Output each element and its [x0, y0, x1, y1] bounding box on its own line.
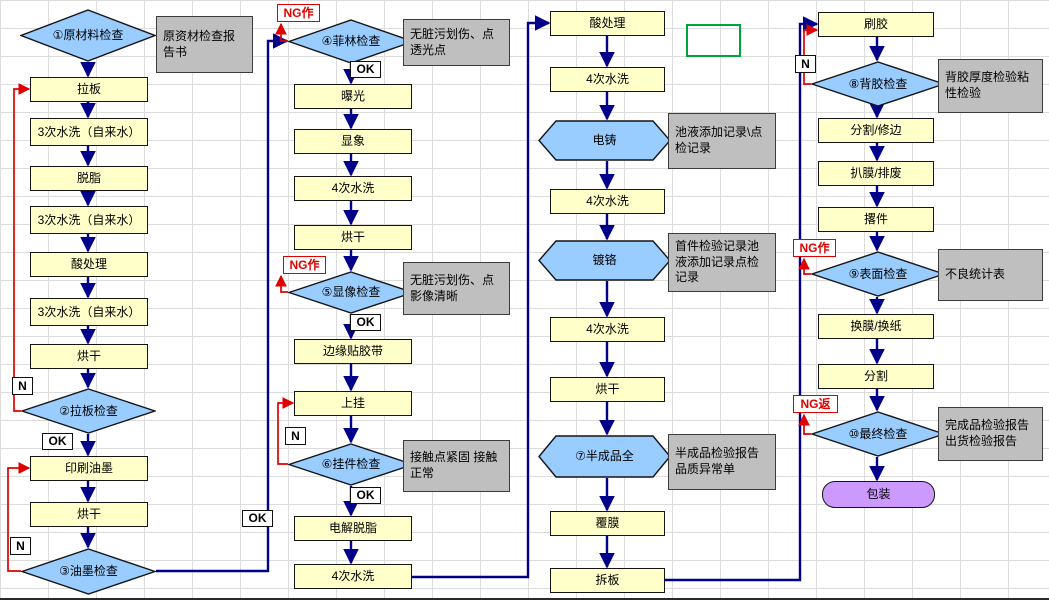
note-chrome-records[interactable]: 首件检验记录池液添加记录点检记录 [668, 233, 776, 292]
inspection-ink[interactable]: ③油墨检查 [21, 548, 156, 595]
step-change-film-paper[interactable]: 换膜/换纸 [818, 314, 934, 339]
inspection-final[interactable]: ⑩最终检查 [811, 411, 945, 457]
inspection-film[interactable]: ④菲林检查 [288, 19, 414, 64]
note-film-criteria[interactable]: 无脏污划伤、点透光点 [403, 19, 510, 66]
note-backing-criteria[interactable]: 背胶厚度检验粘性检验 [938, 59, 1043, 113]
tag-ng-rework-2[interactable]: NG作 [283, 256, 326, 274]
step-develop[interactable]: 显象 [294, 129, 412, 154]
step-print-ink[interactable]: 印刷油墨 [30, 456, 148, 481]
inspection-ink-label: ③油墨检查 [59, 564, 118, 579]
step-wash-3x-tap-2[interactable]: 3次水洗（自来水） [30, 206, 148, 234]
inspection-hanging[interactable]: ⑥挂件检查 [288, 443, 414, 486]
flow-connector-e12 [156, 33, 289, 573]
tag-ng-return[interactable]: NG返 [793, 395, 838, 413]
note-defect-stats[interactable]: 不良统计表 [938, 249, 1043, 301]
inspection-surface-label: ⑨表面检查 [848, 266, 908, 281]
reject-connector-r3 [275, 22, 288, 42]
reject-connector-r8 [798, 413, 811, 435]
inspection-final-label: ⑩最终检查 [848, 426, 908, 441]
step-acid-treatment-2[interactable]: 酸处理 [550, 11, 665, 36]
reject-connector-r2 [7, 462, 31, 572]
flow-connector-e23 [412, 15, 551, 579]
note-final-reports[interactable]: 完成品检验报告出货检验报告 [938, 407, 1043, 461]
inspection-semi-finished[interactable]: ⑦半成品全 [538, 435, 671, 478]
inspection-backing-glue-label: ⑧背胶检查 [848, 76, 908, 91]
process-chrome-plating-label: 镀铬 [592, 253, 617, 268]
tag-ng-rework-3[interactable]: NG作 [793, 239, 836, 257]
step-wash-4x-3[interactable]: 4次水洗 [550, 67, 665, 92]
step-pull-plate[interactable]: 拉板 [30, 77, 148, 102]
reject-connector-r1 [13, 83, 31, 412]
step-dry-3[interactable]: 烘干 [294, 225, 412, 250]
inspection-develop-shape [288, 271, 414, 314]
inspection-raw-material[interactable]: ①原材料检查 [20, 9, 156, 62]
reject-connector-r7 [798, 257, 811, 275]
inspection-raw-material-shape [20, 9, 156, 62]
tag-n-3[interactable]: N [285, 427, 306, 445]
inspection-hanging-label: ⑥挂件检查 [321, 457, 381, 472]
inspection-hanging-shape [288, 443, 414, 486]
note-develop-criteria[interactable]: 无脏污划伤、点影像清晰 [403, 262, 510, 315]
tag-ok-3[interactable]: OK [350, 314, 381, 331]
process-electroforming-label: 电铸 [592, 133, 617, 148]
tag-n-1[interactable]: N [12, 377, 33, 395]
process-electroforming-shape [538, 120, 671, 161]
flow-connector-e33 [665, 16, 819, 582]
step-stack[interactable]: 撂件 [818, 207, 934, 232]
step-brush-glue[interactable]: 刷胶 [818, 12, 934, 37]
inspection-develop-label: ⑤显像检查 [321, 285, 381, 300]
inspection-pull-plate[interactable]: ②拉板检查 [21, 388, 156, 434]
step-dry-4[interactable]: 烘干 [550, 377, 665, 402]
inspection-ink-shape [21, 548, 156, 595]
process-electroforming[interactable]: 电铸 [538, 120, 671, 161]
step-wash-4x-4[interactable]: 4次水洗 [550, 189, 665, 214]
inspection-pull-plate-label: ②拉板检查 [59, 403, 118, 418]
step-expose[interactable]: 曝光 [294, 84, 412, 109]
inspection-surface[interactable]: ⑨表面检查 [811, 251, 945, 297]
step-electro-degrease[interactable]: 电解脱脂 [294, 516, 412, 541]
step-acid-treatment-1[interactable]: 酸处理 [30, 252, 148, 277]
note-hanging-criteria[interactable]: 接触点紧固 接触正常 [403, 440, 510, 492]
inspection-semi-finished-label: ⑦半成品全 [575, 449, 634, 464]
tag-ok-5[interactable]: OK [242, 510, 273, 527]
reject-connector-r4 [275, 274, 288, 293]
step-wash-4x-2[interactable]: 4次水洗 [294, 564, 412, 589]
step-degrease[interactable]: 脱脂 [30, 166, 148, 191]
step-hang[interactable]: 上挂 [294, 391, 412, 416]
step-wash-3x-tap-3[interactable]: 3次水洗（自来水） [30, 298, 148, 326]
note-raw-material-report[interactable]: 原资材检查报告书 [156, 16, 253, 73]
note-semi-finished-reports[interactable]: 半成品检验报告品质异常单 [668, 434, 776, 490]
tag-n-2[interactable]: N [10, 537, 31, 555]
step-peel-film[interactable]: 扒膜/排废 [818, 161, 934, 186]
step-laminate[interactable]: 覆膜 [550, 511, 665, 536]
tag-ok-1[interactable]: OK [42, 433, 73, 450]
step-cut-trim[interactable]: 分割/修边 [818, 118, 934, 143]
inspection-final-shape [811, 411, 945, 457]
tag-ok-4[interactable]: OK [350, 487, 381, 504]
step-wash-3x-tap-1[interactable]: 3次水洗（自来水） [30, 118, 148, 146]
tag-n-4[interactable]: N [795, 55, 816, 73]
inspection-film-label: ④菲林检查 [321, 34, 381, 49]
step-dry-1[interactable]: 烘干 [30, 344, 148, 369]
inspection-surface-shape [811, 251, 945, 297]
inspection-backing-glue[interactable]: ⑧背胶检查 [811, 61, 945, 107]
note-electroforming-records[interactable]: 池液添加记录\点检记录 [668, 113, 776, 169]
step-remove-plate[interactable]: 拆板 [550, 568, 665, 593]
inspection-semi-finished-shape [538, 435, 671, 478]
step-edge-tape[interactable]: 边缘贴胶带 [294, 339, 412, 364]
step-cut[interactable]: 分割 [818, 364, 934, 389]
step-wash-4x-5[interactable]: 4次水洗 [550, 317, 665, 342]
inspection-raw-material-label: ①原材料检查 [52, 28, 124, 43]
process-chrome-plating[interactable]: 镀铬 [538, 240, 671, 281]
inspection-develop[interactable]: ⑤显像检查 [288, 271, 414, 314]
process-chrome-plating-shape [538, 240, 671, 281]
terminator-packing[interactable]: 包装 [822, 481, 935, 508]
step-dry-2[interactable]: 烘干 [30, 502, 148, 527]
step-wash-4x-1[interactable]: 4次水洗 [294, 176, 412, 201]
reject-connector-r5 [277, 397, 295, 465]
tag-ok-2[interactable]: OK [350, 61, 381, 78]
tag-ng-rework-1[interactable]: NG作 [277, 4, 320, 22]
inspection-pull-plate-shape [21, 388, 156, 434]
selection-box[interactable] [686, 24, 741, 57]
